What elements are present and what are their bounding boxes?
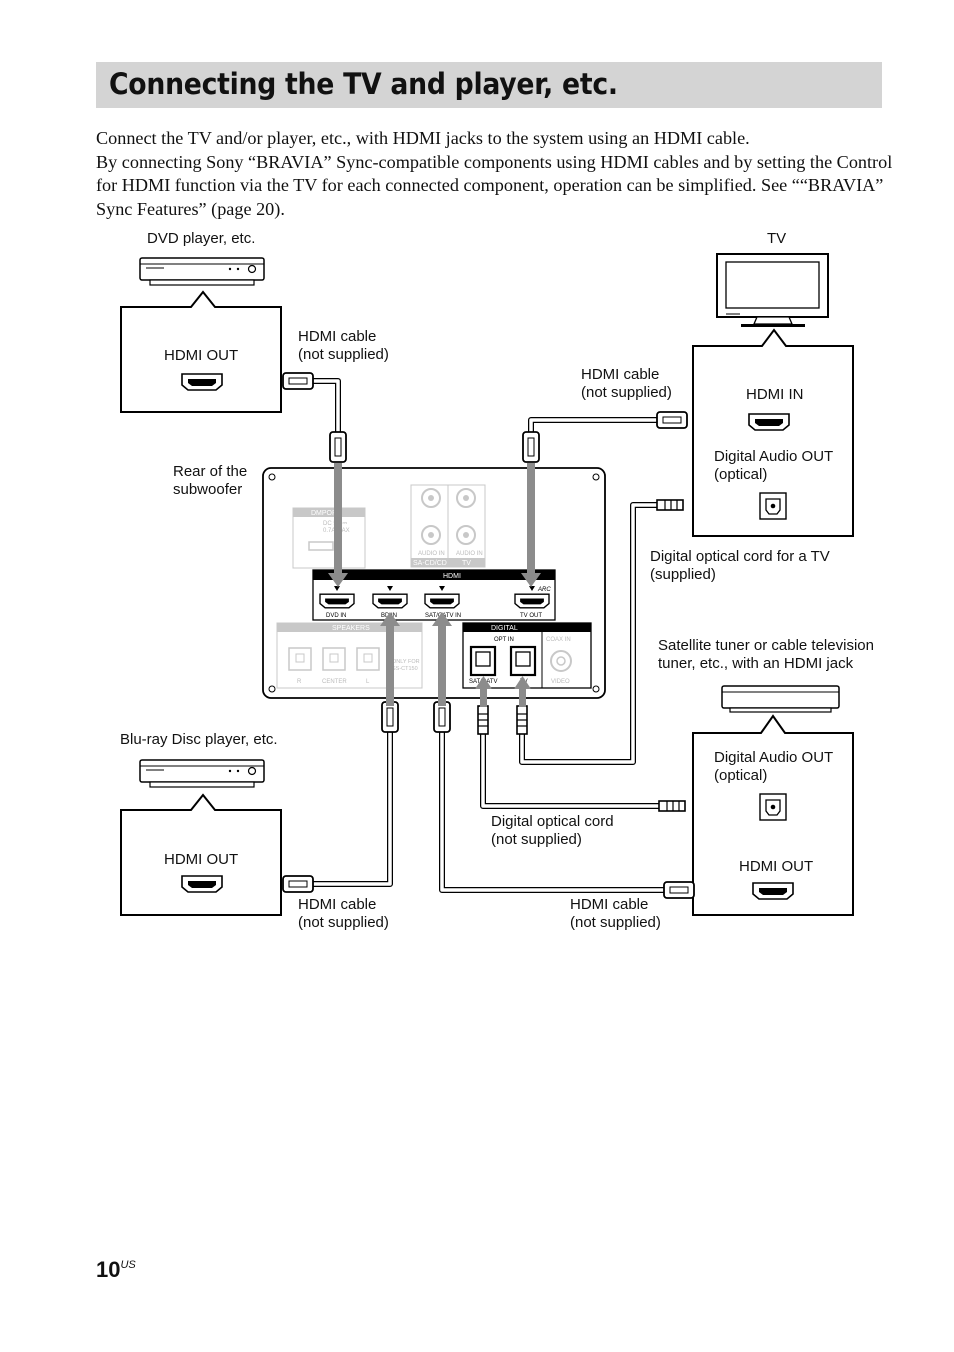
svg-text:DIGITAL: DIGITAL xyxy=(491,625,518,632)
svg-text:ONLY FOR: ONLY FOR xyxy=(392,659,420,665)
svg-text:AUDIO IN: AUDIO IN xyxy=(418,551,445,557)
sat-hdmi-port-icon xyxy=(752,882,794,900)
hdmi-cable-label-4: HDMI cable(not supplied) xyxy=(570,896,661,931)
intro-paragraph-2: By connecting Sony “BRAVIA” Sync-compati… xyxy=(96,151,893,219)
tv-hdmi-port-icon xyxy=(748,413,790,431)
svg-text:CENTER: CENTER xyxy=(322,679,347,685)
sat-optical-port-icon xyxy=(759,793,787,821)
sat-hdmi-out-label: HDMI OUT xyxy=(739,858,814,875)
arrows xyxy=(328,463,541,707)
hdmi-cable-label-1: HDMI cable(not supplied) xyxy=(298,328,389,363)
tv-hdmi-in-label: HDMI IN xyxy=(746,386,804,403)
hdmi-cable-label-3: HDMI cable(not supplied) xyxy=(298,896,389,931)
tv-optical-port-icon xyxy=(759,492,787,520)
dvd-hdmi-out-label: HDMI OUT xyxy=(164,347,239,364)
satellite-tuner-icon xyxy=(721,685,840,713)
hdmi-block: HDMI ARC DVD IN BD IN SAT/CATV IN TV OUT xyxy=(312,569,556,621)
opt-in-tv-jack xyxy=(509,645,537,677)
svg-text:SPEAKERS: SPEAKERS xyxy=(332,625,370,632)
bd-hdmi-out-label: HDMI OUT xyxy=(164,851,239,868)
opt-in-sat-jack xyxy=(469,645,497,677)
page-title: Connecting the TV and player, etc. xyxy=(109,67,618,101)
svg-text:L: L xyxy=(366,679,370,685)
tv-icon xyxy=(716,253,829,327)
svg-text:TV: TV xyxy=(462,560,471,567)
cable-dvd xyxy=(282,372,347,463)
optical-cord-sat-label: Digital optical cord(not supplied) xyxy=(491,813,614,848)
tv-label: TV xyxy=(767,230,787,247)
tv-box xyxy=(692,328,854,537)
title-bar: Connecting the TV and player, etc. xyxy=(96,62,882,108)
svg-text:OPT IN: OPT IN xyxy=(494,637,514,643)
dvd-player-label: DVD player, etc. xyxy=(147,230,256,247)
tv-out-jack xyxy=(514,593,550,609)
tv-digital-out-label: Digital Audio OUT(optical) xyxy=(714,448,834,483)
intro-paragraph-1: Connect the TV and/or player, etc., with… xyxy=(96,128,750,148)
subwoofer-panel: DMPORT DC 5V ⎓ 0.7A MAX AUDIO IN AUDIO I… xyxy=(262,467,606,699)
dmport-label: DMPORT xyxy=(311,510,342,517)
optical-cord-tv-label: Digital optical cord for a TV(supplied) xyxy=(650,548,830,583)
hdmi-block-label: HDMI xyxy=(443,573,461,580)
dmport-block: DMPORT DC 5V ⎓ 0.7A MAX xyxy=(292,507,366,569)
svg-text:R: R xyxy=(297,679,302,685)
bluray-box xyxy=(120,793,282,916)
hdmi-cable-label-2: HDMI cable(not supplied) xyxy=(581,366,672,401)
bluray-player-icon xyxy=(139,759,265,788)
bd-hdmi-port-icon xyxy=(181,875,223,893)
cable-sat-hdmi xyxy=(433,701,695,899)
sat-digital-out-label: Digital Audio OUT(optical) xyxy=(714,749,834,784)
dvd-in-jack xyxy=(319,593,355,609)
svg-text:DVD IN: DVD IN xyxy=(326,613,346,619)
sat-in-jack xyxy=(424,593,460,609)
dvd-box xyxy=(120,290,282,413)
svg-text:TV OUT: TV OUT xyxy=(520,613,542,619)
svg-text:VIDEO: VIDEO xyxy=(551,679,570,685)
dvd-hdmi-port-icon xyxy=(181,373,223,391)
cable-optical-sat xyxy=(477,705,686,812)
cable-optical-tv xyxy=(516,499,684,765)
bd-in-jack xyxy=(372,593,408,609)
cable-bd xyxy=(282,701,399,893)
svg-text:SA-CD/CD: SA-CD/CD xyxy=(413,560,447,567)
svg-text:SS-CT150: SS-CT150 xyxy=(392,666,418,672)
svg-text:ARC: ARC xyxy=(537,587,551,593)
digital-block: DIGITAL OPT IN COAX IN SAT/CATV TV VIDEO xyxy=(462,622,592,689)
audio-in-block: AUDIO IN AUDIO IN SA-CD/CD TV xyxy=(410,484,486,568)
cable-tv-hdmi xyxy=(522,411,688,463)
page-number: 10US xyxy=(96,1257,136,1282)
satellite-box xyxy=(692,714,854,916)
svg-text:AUDIO IN: AUDIO IN xyxy=(456,551,483,557)
svg-text:COAX IN: COAX IN xyxy=(546,637,571,643)
dvd-player-icon xyxy=(139,257,265,286)
intro-text: Connect the TV and/or player, etc., with… xyxy=(96,127,896,221)
bluray-player-label: Blu-ray Disc player, etc. xyxy=(120,731,278,748)
speakers-block: SPEAKERS R CENTER L ONLY FOR SS-CT150 xyxy=(276,622,423,689)
